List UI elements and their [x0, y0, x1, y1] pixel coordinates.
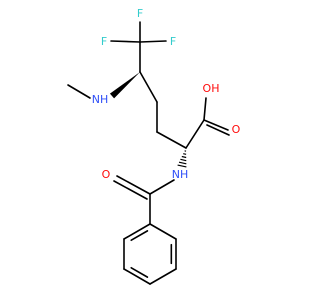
molecule-canvas: F F F NH OH O NH O: [0, 0, 300, 300]
bond-c-f3: [140, 41, 166, 42]
atom-label-f3: F: [170, 35, 176, 48]
molecule-structure: F F F NH OH O NH O: [0, 0, 300, 300]
atom-label-amide-o: O: [102, 168, 111, 181]
bond-c4-calpha: [157, 132, 186, 148]
bond-nh-camide: [150, 180, 174, 194]
bond-layer: [68, 22, 229, 284]
bond-ring-3: [150, 269, 176, 284]
bond-n-methyl: [68, 85, 90, 98]
bond-ring-double-1: [131, 268, 147, 277]
atom-label-f2: F: [137, 7, 143, 20]
bond-cacid-oh: [204, 98, 206, 120]
atom-label-f1: F: [101, 35, 107, 48]
bond-hash-calpha-nh-hash: [180, 159, 186, 160]
atom-label-hydroxyl: OH: [203, 82, 220, 95]
bond-wedge-c-nh: [110, 72, 140, 98]
bond-c-f1: [111, 41, 140, 42]
bond-ring-5: [150, 224, 176, 239]
bond-calpha-cacid: [186, 120, 204, 148]
bond-ring-double-0: [131, 231, 147, 240]
bond-hash-calpha-nh-hash: [183, 154, 186, 155]
bond-hash-calpha-nh-hash: [182, 157, 186, 158]
bond-hash-calpha-nh-hash: [178, 165, 187, 167]
atom-label-acid-carbonyl-o: O: [232, 123, 241, 136]
bond-hash-calpha-nh-hash: [179, 162, 186, 164]
bond-c2-c3: [140, 72, 157, 102]
atom-label-amide-nh: NH: [172, 168, 189, 181]
atom-label-methylamino-nh: NH: [92, 93, 109, 106]
